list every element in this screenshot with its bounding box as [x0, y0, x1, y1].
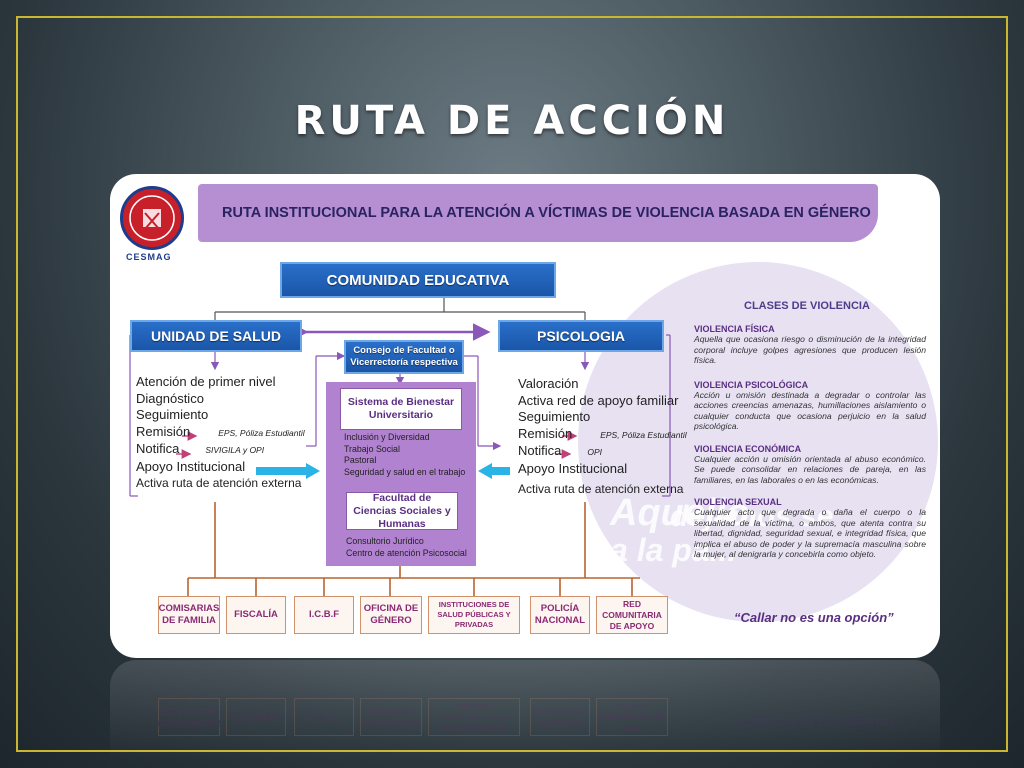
violence-text: Cualquier acción u omisión orientada al …	[694, 453, 926, 485]
violence-head: VIOLENCIA FÍSICA	[694, 324, 775, 334]
reflection-entity: OFICINA DE GÉNERO	[360, 698, 422, 736]
bienestar-list: Inclusión y Diversidad Trabajo Social Pa…	[344, 432, 472, 478]
slogan: “Callar no es una opción”	[734, 610, 894, 625]
entity-oficina-genero: OFICINA DE GÉNERO	[360, 596, 422, 634]
slide-frame	[16, 16, 1008, 752]
violence-head: VIOLENCIA SEXUAL	[694, 497, 782, 507]
bienestar-item: Seguridad y salud en el trabajo	[344, 466, 466, 477]
card-facultad: Facultad de Ciencias Sociales y Humanas	[346, 492, 458, 530]
watermark-line-2: dejamos se	[670, 500, 834, 533]
entity-policia: POLICÍA NACIONAL	[530, 596, 590, 634]
reflection-slogan: “Callar no es una opción”	[734, 715, 894, 730]
facultad-item: Centro de atención Psicosocial	[346, 547, 467, 558]
reflection-entity: COMISARIAS DE FAMILIA	[157, 698, 221, 736]
violence-text: Acción u omisión destinada a degradar o …	[694, 389, 926, 432]
bienestar-item: Inclusión y Diversidad	[344, 432, 430, 442]
salud-remision-note: EPS, Póliza Estudiantil	[218, 427, 305, 438]
salud-notifica-note: SIVIGILA y OPI	[205, 445, 265, 455]
institution-logo	[120, 186, 184, 250]
salud-item: Apoyo Institucional	[136, 458, 246, 474]
psico-item: Activa red de apoyo familiar	[518, 392, 679, 408]
diagram-panel: Aquello dejamos se a la pa... CESMAG RUT…	[110, 174, 940, 658]
psico-remision-note: EPS, Póliza Estudiantil	[600, 429, 687, 440]
entity-icbf: I.C.B.F	[294, 596, 354, 634]
psico-item: Seguimiento	[518, 409, 591, 424]
entity-comisarias: COMISARIAS DE FAMILIA	[158, 596, 220, 634]
psico-item: Activa ruta de atención externa	[518, 482, 684, 496]
facultad-list: Consultorio Jurídico Centro de atención …	[346, 536, 474, 559]
violence-text: Aquella que ocasiona riesgo o disminució…	[694, 334, 926, 365]
bienestar-item: Pastoral	[344, 455, 377, 465]
salud-item: Diagnóstico	[136, 390, 204, 406]
entity-red-comunitaria: RED COMUNITARIA DE APOYO	[596, 596, 668, 634]
reflection-entity: I.C.B.F	[294, 698, 354, 736]
node-psicologia: PSICOLOGIA	[498, 320, 664, 352]
diagram-header: RUTA INSTITUCIONAL PARA LA ATENCIÓN A VÍ…	[198, 184, 878, 242]
panel-reflection: COMISARIAS DE FAMILIA FISCALÍA I.C.B.F O…	[110, 660, 940, 760]
violence-head: VIOLENCIA ECONÓMICA	[694, 443, 802, 454]
entity-instituciones-salud: INSTITUCIONES DE SALUD PÚBLICAS Y PRIVAD…	[428, 596, 520, 634]
node-comunidad-educativa: COMUNIDAD EDUCATIVA	[280, 262, 556, 298]
watermark-line-3: a la pa...	[610, 532, 737, 568]
salud-item: Atención de primer nivel	[136, 374, 276, 389]
reflection-entity: INSTITUCIONES DE SALUD PÚBLICAS Y PRIVAD…	[428, 698, 520, 736]
reflection-entity: POLICÍA NACIONAL	[530, 698, 590, 736]
node-consejo-facultad: Consejo de Facultad o Vicerrectoría resp…	[344, 340, 464, 374]
violence-text: Cualquier acto que degrada o daña el cue…	[694, 507, 926, 559]
psico-notifica-note: OPI	[587, 447, 603, 457]
slide-title: RUTA DE ACCIÓN	[294, 98, 730, 144]
psico-item: Valoración	[518, 376, 579, 391]
bienestar-item: Trabajo Social	[344, 443, 400, 454]
logo-text: CESMAG	[126, 252, 172, 262]
psico-item: Apoyo Institucional	[518, 460, 628, 476]
diagram-connectors	[129, 298, 671, 596]
psicologia-list: Valoración Activa red de apoyo familiar …	[518, 376, 718, 498]
node-unidad-salud: UNIDAD DE SALUD	[130, 320, 302, 352]
reflection-entity: RED COMUNITARIA DE APOYO	[596, 698, 668, 736]
salud-list: Atención de primer nivel Diagnóstico Seg…	[136, 374, 336, 492]
shield-icon	[129, 195, 175, 241]
watermark-line-1: Aquello	[610, 492, 750, 534]
entity-fiscalia: FISCALÍA	[226, 596, 286, 634]
salud-item: Seguimiento	[136, 407, 209, 422]
card-bienestar: Sistema de Bienestar Universitario	[340, 388, 462, 430]
facultad-item: Consultorio Jurídico	[346, 536, 424, 546]
reflection-entity: FISCALÍA	[226, 698, 286, 736]
salud-item: Activa ruta de atención externa	[136, 476, 302, 490]
violence-list: VIOLENCIA FÍSICA Aquella que ocasiona ri…	[694, 324, 926, 560]
violence-title: CLASES DE VIOLENCIA	[744, 300, 870, 312]
reflection-content: COMISARIAS DE FAMILIA FISCALÍA I.C.B.F O…	[110, 660, 940, 760]
violence-head: VIOLENCIA PSICOLÓGICA	[694, 379, 809, 390]
